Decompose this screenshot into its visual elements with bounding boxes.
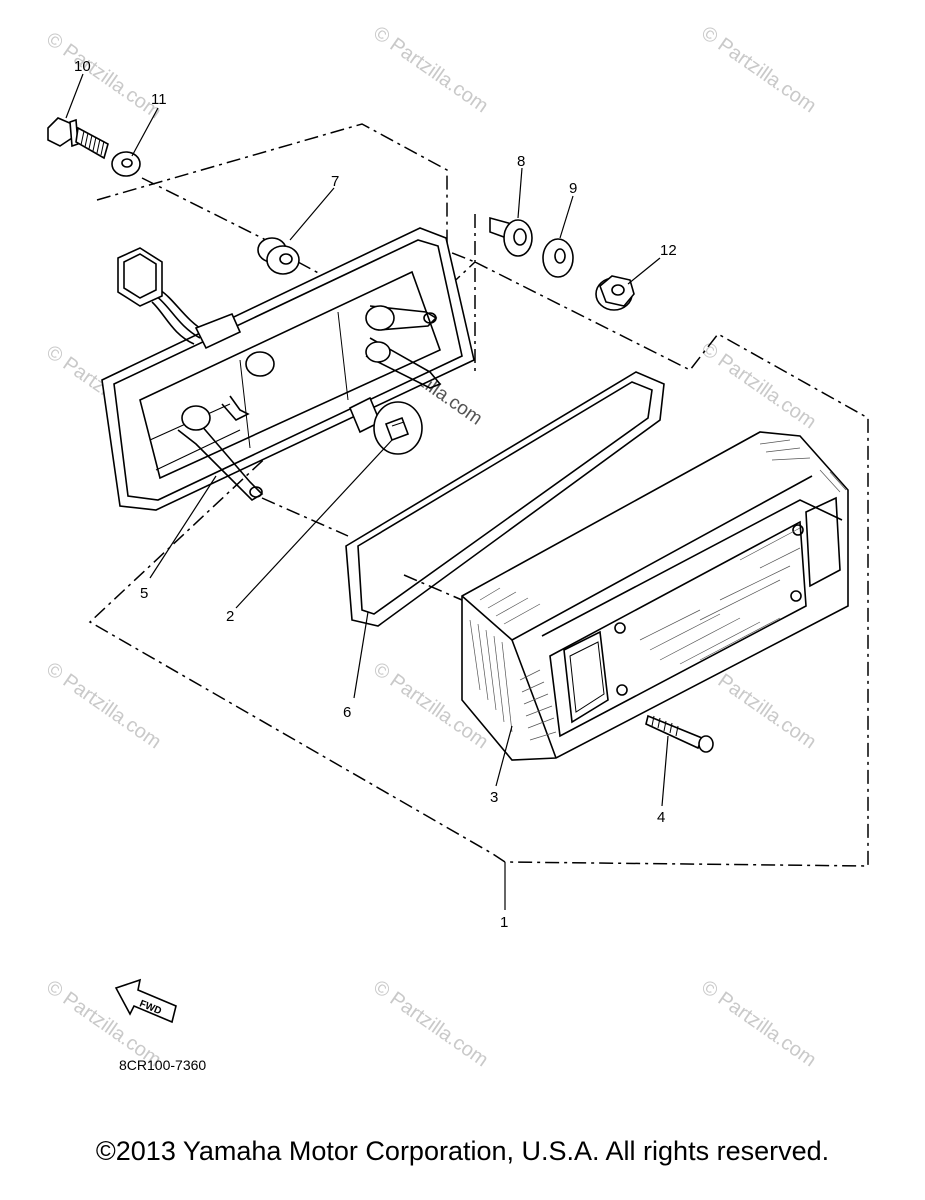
callout-1: 1: [500, 914, 508, 931]
callout-4: 4: [657, 809, 665, 826]
watermark: © Partzilla.com: [369, 976, 492, 1071]
watermark: © Partzilla.com: [697, 338, 820, 433]
callout-5: 5: [140, 585, 148, 602]
callout-7: 7: [331, 173, 339, 190]
watermark: © Partzilla.com: [42, 28, 165, 123]
watermark: © Partzilla.com: [697, 976, 820, 1071]
assembly-outline: [88, 123, 869, 867]
watermark: © Partzilla.com: [697, 22, 820, 117]
bulb: [348, 396, 423, 455]
screw: [645, 714, 714, 753]
washer-11: [111, 151, 141, 177]
watermark: © Partzilla.com: [369, 22, 492, 117]
leader-lines: [65, 73, 669, 910]
callout-8: 8: [517, 153, 525, 170]
callout-11: 11: [151, 91, 167, 108]
callout-9: 9: [569, 180, 577, 197]
flange-nut: [595, 275, 635, 311]
collar: [489, 216, 533, 257]
callout-12: 12: [660, 242, 677, 259]
callout-2: 2: [226, 608, 234, 625]
callouts: 10 11 7 8 9 12 5 2 6 3 4 1: [74, 58, 677, 931]
grommet: [257, 237, 300, 275]
watermark: © Partzilla.com: [42, 658, 165, 753]
washer-9: [542, 238, 574, 278]
lens: [461, 431, 849, 761]
flange-bolt: [47, 117, 109, 160]
callout-3: 3: [490, 789, 498, 806]
diagram-code: 8CR100-7360: [119, 1057, 206, 1073]
light-housing: [101, 227, 475, 511]
fwd-arrow-icon: FWD: [114, 978, 177, 1024]
callout-6: 6: [343, 704, 351, 721]
gasket: [345, 371, 665, 627]
copyright-notice: ©2013 Yamaha Motor Corporation, U.S.A. A…: [95, 1136, 830, 1166]
callout-10: 10: [74, 58, 91, 75]
